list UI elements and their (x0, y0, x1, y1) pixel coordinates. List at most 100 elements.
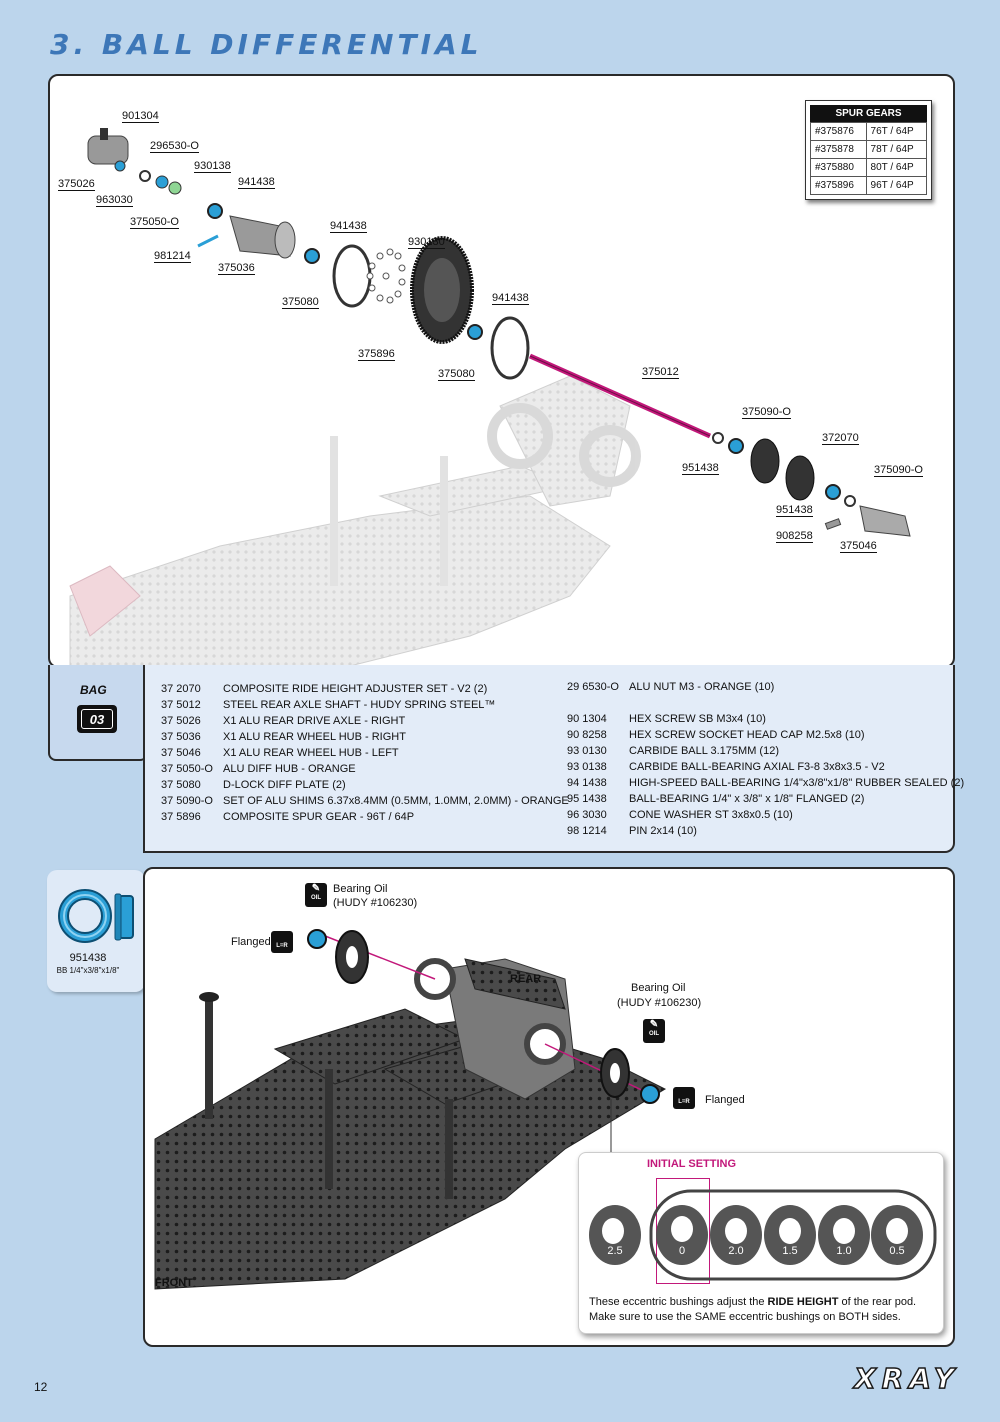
part-code: 37 5080 (161, 779, 201, 791)
label-981214: 981214 (154, 250, 191, 263)
bushing-value: 1.5 (782, 1245, 798, 1257)
part-desc: CARBIDE BALL-BEARING AXIAL F3-8 3x8x3.5 … (629, 761, 885, 773)
spur-spec: 76T / 64P (865, 122, 928, 141)
bushing-1-0 (818, 1205, 870, 1265)
label-941438: 941438 (238, 176, 275, 189)
part-desc: X1 ALU REAR WHEEL HUB - RIGHT (223, 731, 406, 743)
assembly-diagram (154, 929, 667, 1290)
oil-note-left-2: (HUDY #106230) (333, 897, 418, 909)
front-label: FRONT (155, 1277, 193, 1289)
bearing-951438-2 (825, 484, 841, 500)
part-desc: X1 ALU REAR DRIVE AXLE - RIGHT (223, 715, 406, 727)
rear-brace (464, 958, 566, 1010)
bushing-1-5 (764, 1205, 816, 1265)
part-code: 37 5026 (161, 715, 201, 727)
exploded-view-panel: 901304 296530-O 930138 375026 963030 941… (48, 74, 955, 668)
oil-note-left-1: Bearing Oil (333, 883, 388, 895)
label-375046: 375046 (840, 540, 877, 553)
brand-logo-text: XRAY (853, 1361, 960, 1396)
part-code: 37 5046 (161, 747, 201, 759)
label-375896: 375896 (358, 348, 395, 361)
label-908258: 908258 (776, 530, 813, 543)
lr-icon-right: L=R (673, 1087, 695, 1109)
bushing-value: 2.5 (607, 1245, 623, 1257)
screw (824, 518, 842, 530)
oil-icon-text: OIL (649, 1031, 659, 1037)
spur-part: #375880 (810, 158, 867, 177)
spur-spec: 80T / 64P (865, 158, 928, 177)
spur-part: #375876 (810, 122, 867, 141)
part-code: 37 5090-O (161, 795, 213, 807)
initial-setting-title: INITIAL SETTING (647, 1158, 737, 1170)
part-desc: COMPOSITE SPUR GEAR - 96T / 64P (223, 811, 415, 823)
bushing-value: 1.0 (836, 1245, 852, 1257)
bearing-941438-3 (467, 324, 483, 340)
ride-height-adjuster-1 (750, 438, 780, 484)
rear-label: REAR (510, 973, 542, 985)
list-item: 93 0138 CARBIDE BALL-BEARING AXIAL F3-8 3… (567, 761, 885, 773)
oil-icon-text: OIL (311, 895, 321, 901)
lr-icon-text: L=R (276, 943, 288, 949)
label-941438: 941438 (330, 220, 367, 233)
part-code: 37 5012 (161, 699, 201, 711)
shim-1 (712, 432, 724, 444)
flanged-note-left: Flanged (231, 936, 271, 948)
part-desc: HIGH-SPEED BALL-BEARING 1/4"x3/8"x1/8" R… (629, 777, 965, 789)
part-code: 93 0130 (567, 745, 607, 757)
drive-axle-right (87, 128, 129, 165)
list-item: 94 1438 HIGH-SPEED BALL-BEARING 1/4"x3/8"… (567, 777, 964, 789)
spur-gear (410, 236, 474, 344)
label-375026: 375026 (58, 178, 95, 191)
bushing-value: 0 (678, 1245, 686, 1257)
part-code: 94 1438 (567, 777, 607, 789)
cone-washer (139, 170, 151, 182)
spur-part: #375878 (810, 140, 867, 159)
bushing-2-0 (710, 1205, 762, 1265)
part-desc: ALU DIFF HUB - ORANGE (223, 763, 356, 775)
label-941438: 941438 (492, 292, 529, 305)
bushing-value: 0.5 (889, 1245, 905, 1257)
spur-spec: 78T / 64P (865, 140, 928, 159)
flanged-note-right: Flanged (705, 1094, 745, 1106)
note-bold: RIDE HEIGHT (767, 1296, 839, 1308)
label-375012: 375012 (642, 366, 679, 379)
oil-note-right-2: (HUDY #106230) (617, 997, 702, 1009)
part-code: 37 5036 (161, 731, 201, 743)
lr-icon-left: L=R (271, 931, 293, 953)
part-desc: CONE WASHER ST 3x8x0.5 (10) (629, 809, 793, 821)
part-code: 90 8258 (567, 729, 607, 741)
label-901304: 901304 (122, 110, 159, 123)
bearing-951438-1 (728, 438, 744, 454)
diff-plate-1 (332, 244, 372, 308)
oil-note-right-1: Bearing Oil (631, 982, 686, 994)
spur-spec: 96T / 64P (865, 176, 928, 195)
bearing-right (640, 1084, 660, 1104)
part-code: 98 1214 (567, 825, 607, 837)
bearing-callout: 951438 BB 1/4"x3/8"x1/8" (47, 870, 145, 992)
label-375080: 375080 (438, 368, 475, 381)
label-375090-o: 375090-O (874, 464, 923, 477)
bearing-desc: BB 1/4"x3/8"x1/8" (56, 966, 120, 975)
part-code: 93 0138 (567, 761, 607, 773)
bearing-941438-1 (207, 203, 223, 219)
bag-label: BAG (80, 683, 107, 697)
flanged-bearing-icon (58, 889, 134, 943)
part-desc: COMPOSITE RIDE HEIGHT ADJUSTER SET - V2 … (223, 683, 488, 695)
label-372070: 372070 (822, 432, 859, 445)
label-963030: 963030 (96, 194, 133, 207)
label-930138: 930138 (194, 160, 231, 173)
label-375090-o: 375090-O (742, 406, 791, 419)
